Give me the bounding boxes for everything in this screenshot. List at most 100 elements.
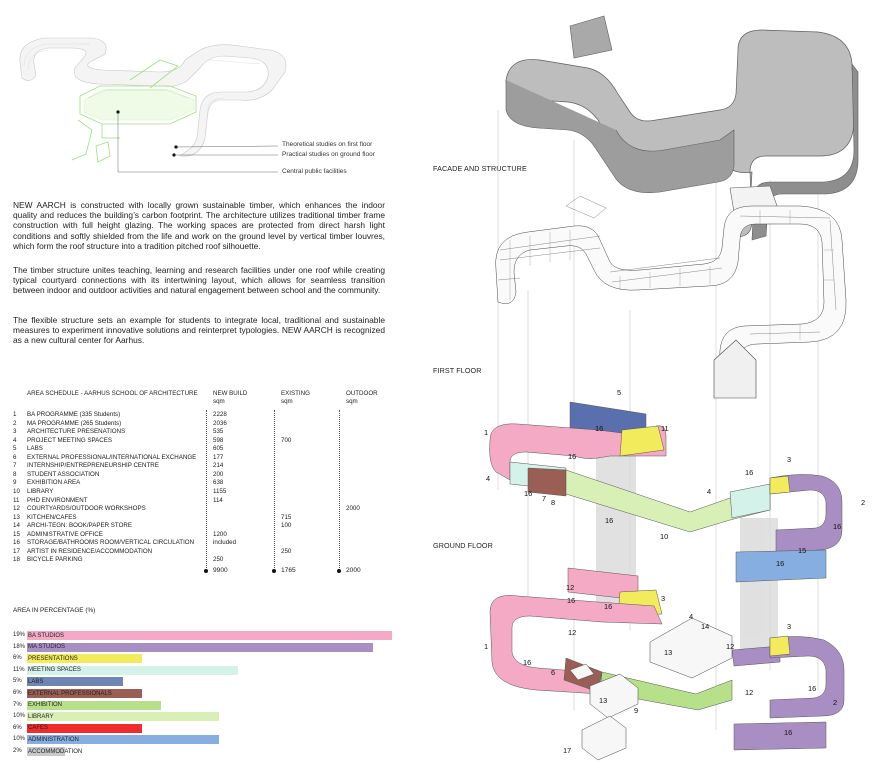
room-number: 12 <box>566 583 575 592</box>
room-number: 7 <box>542 494 547 503</box>
schedule-row-number: 13 <box>13 513 20 521</box>
room-number: 3 <box>787 622 792 631</box>
schedule-row-new: 114 <box>213 496 223 504</box>
schedule-col-outdoor: OUTDOOR sqm <box>346 390 378 406</box>
percentage-label: LIBRARY <box>28 713 54 720</box>
percentage-bar <box>27 631 392 640</box>
schedule-row-existing: 715 <box>281 513 292 521</box>
percentage-label: MA STUDIOS <box>28 644 66 651</box>
schedule-row-new: 598 <box>213 436 224 444</box>
schedule-row-new: 177 <box>213 453 224 461</box>
percentage-value: 19% <box>13 632 26 638</box>
percentage-row: 18%MA STUDIOS <box>13 642 393 652</box>
total-outdoor-value: 2000 <box>346 567 361 574</box>
percentage-bar <box>27 654 143 664</box>
total-existing-value: 1765 <box>281 567 296 574</box>
total-existing-dot <box>272 569 276 573</box>
schedule-row-number: 5 <box>13 445 17 453</box>
percentage-bar <box>27 747 66 756</box>
concept-axonometric-drawing <box>19 37 287 173</box>
first-floor-layer <box>489 401 843 583</box>
schedule-row-name: ADMINISTRATIVE OFFICE <box>27 530 103 538</box>
schedule-col-existing: EXISTING sqm <box>281 390 310 406</box>
percentage-value: 10% <box>13 736 26 743</box>
schedule-row-number: 10 <box>13 487 20 495</box>
schedule-row-number: 1 <box>13 411 17 418</box>
room-number: 15 <box>798 546 807 555</box>
percentage-bar <box>27 700 162 710</box>
room-number: 16 <box>745 468 754 477</box>
room-number: 4 <box>689 612 694 621</box>
schedule-row-new: 605 <box>213 445 224 453</box>
room-number: 14 <box>701 622 710 631</box>
percentage-label: EXHIBITION <box>28 702 63 709</box>
schedule-row-name: ARCHI-TEGN: BOOK/PAPER STORE <box>27 522 132 530</box>
section-label-ground-floor: GROUND FLOOR <box>433 541 493 550</box>
schedule-row-name: COURTYARDS/OUTDOOR WORKSHOPS <box>27 505 146 513</box>
schedule-row-number: 11 <box>13 496 20 504</box>
room-number: 6 <box>551 668 556 677</box>
room-number: 16 <box>605 516 614 525</box>
room-number: 12 <box>726 642 735 651</box>
room-number: 9 <box>634 706 639 715</box>
schedule-col-existing-label: EXISTING <box>281 390 310 397</box>
schedule-row-name: PHD ENVIRONMENT <box>27 496 88 504</box>
room-number: 1 <box>484 642 489 651</box>
percentage-bar <box>27 689 143 698</box>
description-paragraph-3: The flexible structure sets an example f… <box>13 315 385 346</box>
legend-item-public-facilities: Central public facilities <box>282 168 347 175</box>
structure-layer <box>495 205 847 395</box>
room-number: 13 <box>664 648 673 657</box>
schedule-row-new: 200 <box>213 470 224 478</box>
schedule-col-new-label: NEW BUILD <box>213 390 248 397</box>
room-number: 16 <box>595 424 604 433</box>
schedule-row-name: STORAGE/BATHROOMS ROOM/VERTICAL CIRCULAT… <box>27 539 195 547</box>
total-new-value: 9900 <box>213 567 228 574</box>
schedule-row-number: 14 <box>13 522 20 530</box>
room-number: 16 <box>776 559 785 568</box>
schedule-row-new: 1155 <box>213 487 227 495</box>
percentage-bar <box>27 735 220 745</box>
schedule-row-outdoor: 2000 <box>346 505 360 513</box>
schedule-row-number: 15 <box>13 530 20 538</box>
percentage-label: ACCOMMODATION <box>28 748 83 755</box>
schedule-row-existing: 250 <box>281 547 292 555</box>
schedule-row-new: 250 <box>213 556 224 564</box>
room-number: 2 <box>861 498 866 507</box>
schedule-row-new: 214 <box>213 462 224 470</box>
schedule-row-number: 18 <box>13 556 20 564</box>
room-number: 16 <box>784 728 793 737</box>
percentage-label: EXTERNAL PROFESSIONALS <box>28 690 112 697</box>
percentage-label: LABS <box>28 678 44 685</box>
percentage-row: 6%CAFES <box>13 723 393 733</box>
schedule-row-number: 16 <box>13 539 20 547</box>
schedule-row-number: 8 <box>13 470 17 478</box>
schedule-divider-outdoor <box>339 410 340 570</box>
schedule-row-new: 638 <box>213 479 224 487</box>
schedule-row-new: 1200 <box>213 530 227 538</box>
room-number: 1 <box>484 428 489 437</box>
room-number: 4 <box>486 474 491 483</box>
room-number: 12 <box>745 688 754 697</box>
percentage-row: 10%ADMINISTRATION <box>13 735 393 745</box>
percentage-value: 11% <box>13 666 25 673</box>
schedule-row-number: 9 <box>13 479 17 487</box>
schedule-row-name: EXTERNAL PROFESSIONAL/INTERNATIONAL EXCH… <box>27 453 197 461</box>
room-number: 16 <box>568 452 577 461</box>
schedule-row-name: ARTIST IN RESIDENCE/ACCOMMODATION <box>27 547 153 555</box>
room-number: 11 <box>661 424 669 433</box>
ground-floor-layer <box>489 567 845 751</box>
room-number: 16 <box>833 522 842 531</box>
percentage-row: 11%MEETING SPACES <box>13 665 393 675</box>
schedule-row-name: LABS <box>27 445 43 453</box>
schedule-row-new: 2228 <box>213 411 227 418</box>
percentage-value: 6% <box>13 655 22 662</box>
schedule-row-name: ARCHITECTURE PRESENATIONS <box>27 428 126 436</box>
schedule-col-existing-unit: sqm <box>281 398 293 405</box>
percentage-bar <box>27 665 239 675</box>
schedule-row-name: STUDENT ASSOCIATION <box>27 470 100 478</box>
percentage-label: BA STUDIOS <box>28 632 65 639</box>
room-number: 12 <box>568 628 577 637</box>
legend-item-first-floor: Theoretical studies on first floor <box>282 141 373 148</box>
room-number: 16 <box>567 596 576 605</box>
